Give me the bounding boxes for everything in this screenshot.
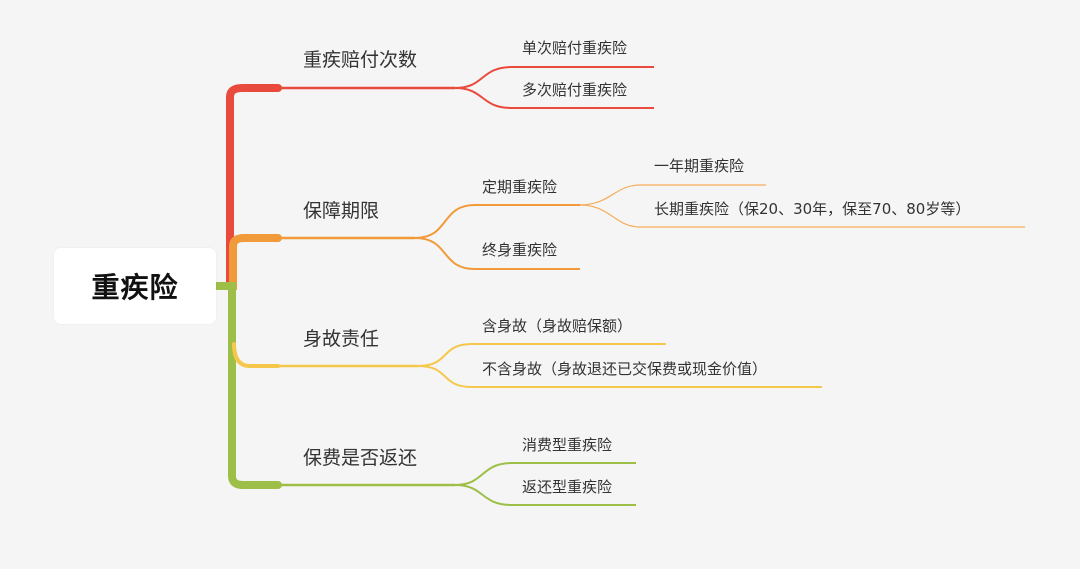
root-label: 重疾险 bbox=[91, 271, 179, 304]
branch-4-child-2-connector bbox=[454, 484, 636, 506]
branch-3-child-1-connector bbox=[417, 343, 666, 367]
trunk-branch-4 bbox=[211, 282, 282, 489]
trunk-branch-2 bbox=[211, 234, 282, 290]
branch-2-child-2-connector bbox=[414, 237, 580, 270]
branch-1-child-1-connector bbox=[454, 66, 654, 89]
branch-2-child-1-label[interactable]: 定期重疾险 bbox=[482, 178, 558, 196]
branch-2-grandchild-2-label[interactable]: 长期重疾险（保20、30年，保至70、80岁等） bbox=[654, 200, 971, 218]
branch-2-grandchild-2-connector bbox=[579, 204, 1025, 228]
branch-2-child-2-label[interactable]: 终身重疾险 bbox=[482, 241, 558, 259]
branch-3-child-1-label[interactable]: 含身故（身故赔保额） bbox=[482, 317, 633, 335]
trunk-branch-3 bbox=[232, 342, 280, 368]
trunk-branch-1 bbox=[211, 84, 282, 290]
branch-4-child-1-label[interactable]: 消费型重疾险 bbox=[522, 436, 613, 454]
branch-4-child-1-connector bbox=[454, 462, 636, 486]
branch-2-grandchild-1-connector bbox=[579, 184, 766, 206]
branch-3-child-2-connector bbox=[417, 365, 822, 388]
branch-1-child-2-label[interactable]: 多次赔付重疾险 bbox=[522, 81, 628, 99]
branch-2-label[interactable]: 保障期限 bbox=[303, 200, 380, 222]
branch-3-label[interactable]: 身故责任 bbox=[303, 328, 380, 350]
branch-4-child-2-label[interactable]: 返还型重疾险 bbox=[522, 478, 613, 496]
branch-2-grandchild-1-label[interactable]: 一年期重疾险 bbox=[654, 157, 745, 175]
branch-3-child-2-label[interactable]: 不含身故（身故退还已交保费或现金价值） bbox=[482, 360, 768, 378]
branch-1-child-1-label[interactable]: 单次赔付重疾险 bbox=[522, 39, 628, 57]
branch-1-child-2-connector bbox=[454, 87, 654, 109]
branch-1-label[interactable]: 重疾赔付次数 bbox=[303, 49, 418, 71]
branch-2-child-1-connector bbox=[414, 204, 580, 239]
branch-4-label[interactable]: 保费是否返还 bbox=[303, 447, 418, 469]
root-node[interactable]: 重疾险 bbox=[54, 248, 216, 324]
